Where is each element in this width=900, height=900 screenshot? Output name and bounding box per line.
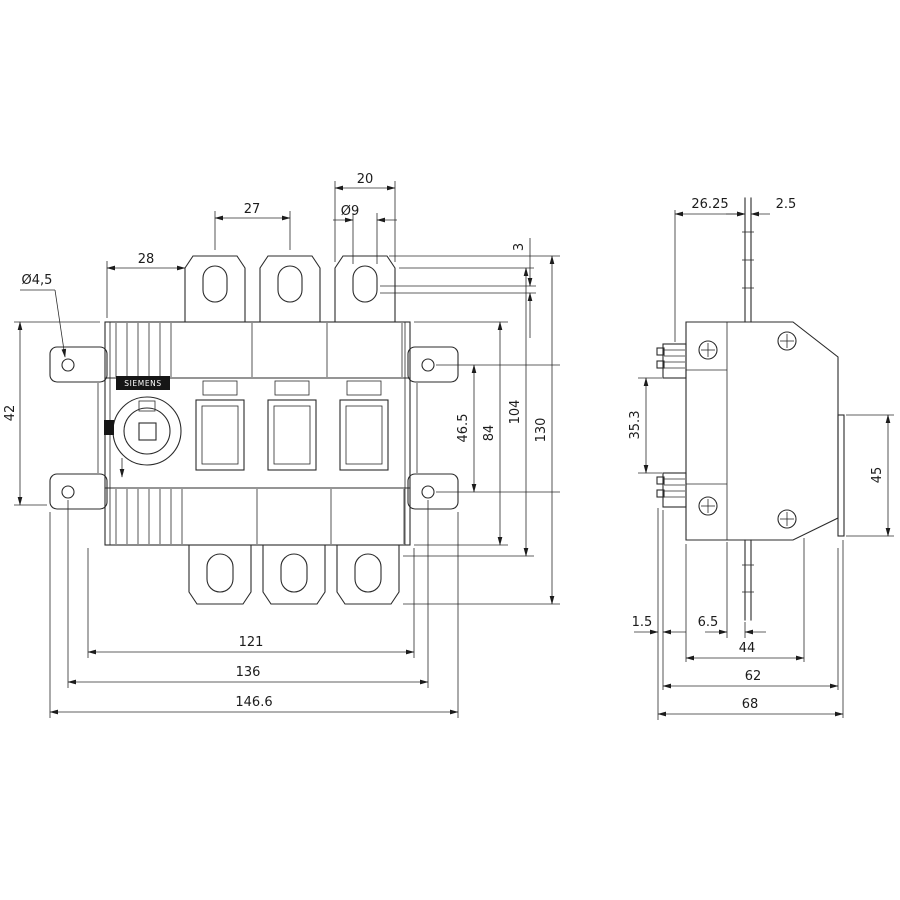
dim-121-group: 121 [87,548,415,658]
terminals-top [184,255,396,323]
dim-1-5-group: 1.5 [632,508,686,720]
dim-hole-dia9-group: Ø9 [333,204,397,264]
dim-26-25: 26.25 [691,197,728,212]
dim-62-group: 62 [662,548,839,690]
side-body [685,321,845,541]
dim-44: 44 [739,641,756,656]
dim-6-5: 6.5 [698,615,719,630]
dim-3-group: 3 [380,238,536,338]
dim-dia4-5: Ø4,5 [22,273,53,288]
dim-dia9: Ø9 [341,204,360,219]
dim-dia4-5-group: Ø4,5 [20,273,67,358]
dim-42-group: 42 [3,321,100,506]
pole-window-3 [339,380,389,471]
screw-top-left [698,340,718,360]
dim-136: 136 [236,665,261,680]
pole-window-2 [267,380,317,471]
handle-position-window [138,400,156,412]
dim-6-5-group: 6.5 [698,542,766,638]
mounting-bracket-bottom-left [49,473,108,510]
dim-20: 20 [357,172,374,187]
dim-1-5: 1.5 [632,615,653,630]
clip-bottom [656,472,687,508]
clip-top [656,343,687,379]
brand-badge: SIEMENS [116,376,170,390]
ribs-bottom [115,489,405,544]
dim-62: 62 [745,669,762,684]
dim-146-6-group: 146.6 [49,512,459,718]
dim-45-group: 45 [846,414,894,537]
dim-27: 27 [244,202,261,217]
mounting-bracket-top-left [49,346,108,383]
front-view: SIEMENS 28 27 [3,172,560,718]
dim-35-3: 35.3 [628,411,643,440]
pole-window-1 [195,380,245,471]
dim-45: 45 [870,467,885,484]
screw-bottom-right [777,509,797,529]
dim-146-6: 146.6 [235,695,272,710]
mounting-bracket-top-right [407,346,459,383]
dim-46-5: 46.5 [456,414,471,443]
dim-2-5: 2.5 [776,197,797,212]
dim-121: 121 [239,635,264,650]
rotary-handle: SIEMENS [104,376,182,478]
dim-28-group: 28 [106,252,186,318]
mounting-plate [742,197,754,621]
dim-68: 68 [742,697,759,712]
terminals-bottom [188,544,400,605]
dim-27-group: 27 [214,202,291,250]
handle-shaft-plate [837,414,845,537]
ribs-top [115,323,403,377]
dim-104: 104 [508,400,523,425]
mounting-bracket-bottom-right [407,473,459,510]
brand-label: SIEMENS [124,379,162,388]
dim-3: 3 [512,243,527,251]
dim-104-group: 104 [399,267,534,557]
dim-20-group: 20 [334,172,396,262]
dim-26-25-group: 26.25 [674,197,746,342]
dim-84-group: 84 [414,321,508,546]
dim-2-5-group: 2.5 [726,197,797,217]
handle-latch [104,420,114,435]
dim-42: 42 [3,405,18,422]
screw-bottom-left [698,496,718,516]
side-view: 26.25 2.5 35.3 45 1.5 [628,197,894,720]
enclosure-body [97,321,418,546]
screw-top-right [777,331,797,351]
dim-35-3-group: 35.3 [628,377,662,474]
dim-28: 28 [138,252,155,267]
dim-44-group: 44 [685,538,805,662]
dim-68-group: 68 [657,540,844,718]
dim-130-group: 130 [389,255,560,605]
dim-136-group: 136 [67,500,429,688]
dim-130: 130 [534,418,549,443]
dim-84: 84 [482,425,497,442]
